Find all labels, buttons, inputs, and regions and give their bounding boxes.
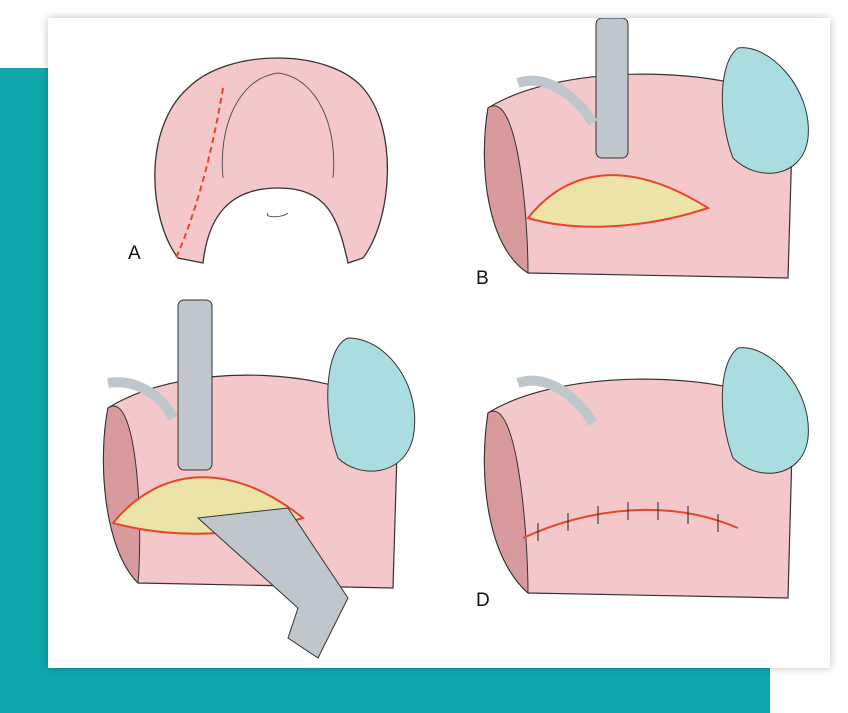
panel-b-exposure (483, 18, 809, 279)
panel-label-d: D (476, 590, 490, 611)
panel-c-removal (102, 299, 416, 659)
surgical-illustration (102, 18, 809, 659)
panel-label-a: A (128, 243, 141, 264)
panel-a-palate (154, 57, 389, 264)
panel-label-b: B (476, 268, 489, 289)
panel-d-closure (483, 347, 809, 599)
illustration-card: A B D (48, 18, 830, 668)
